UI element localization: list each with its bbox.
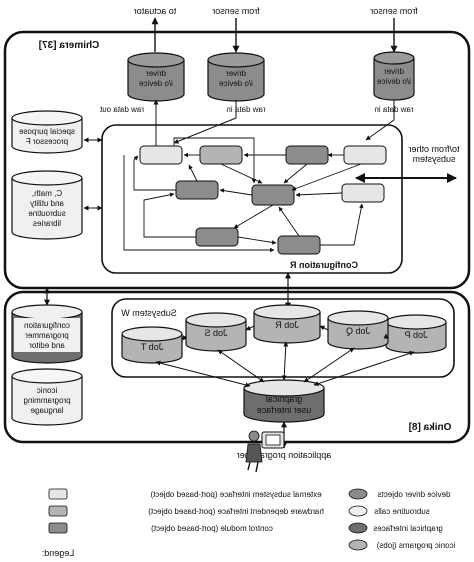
legend-hardware-label: hardware dependent interface (port-based… [148, 507, 324, 516]
gui-arrows [155, 341, 415, 388]
chimera-label: Chimera [37] [39, 40, 100, 51]
raw-data-in-label-2: raw data in [226, 105, 265, 114]
legend-swatch-external [48, 488, 68, 500]
legend-swatch-control [48, 522, 68, 534]
job-r: Job R [253, 304, 321, 344]
configuration-programmer: configuration programmer and editor [11, 304, 83, 364]
legend-control-label: control module (port-based object) [151, 524, 273, 533]
hardware-interface-object-1 [199, 145, 243, 165]
subsystem-label: Subsystem W [121, 308, 177, 318]
special-purpose-line1: special purpose [18, 127, 75, 136]
subsystem-link-line1: to/from other [408, 144, 459, 154]
graphical-user-interface: graphical user interface [243, 379, 325, 423]
subroutines-line3: subroutine [28, 209, 66, 218]
job-sequence-arrows [181, 325, 389, 341]
control-module-object-5 [277, 235, 321, 255]
job-p: Job P [385, 314, 447, 354]
subroutines-line2: and utility [30, 199, 64, 208]
control-module-object-2 [251, 184, 295, 206]
external-interface-object-1 [343, 145, 387, 165]
subroutine-libraries: C, math, and utility subroutine librarie… [11, 170, 83, 240]
legend-swatch-driver [348, 488, 368, 500]
iconic-line3: language [30, 406, 63, 415]
job-t: Job T [121, 326, 183, 364]
gui-line2: user interface [257, 405, 312, 415]
legend-swatch-gui [348, 522, 368, 534]
driver-3-line1: driver [146, 69, 166, 78]
from-sensor-label-2: from sensor [212, 6, 260, 16]
job-r-label: Job R [275, 320, 299, 330]
app-programmer-label: application programmer [237, 450, 332, 460]
driver-2-line1: driver [226, 69, 246, 78]
legend-swatch-subroutine [348, 505, 368, 517]
raw-data-out-label: raw data out [99, 105, 144, 114]
to-actuator-label: to actuator [134, 6, 177, 16]
chimera-box [3, 30, 471, 290]
from-sensor-label-1: from sensor [370, 6, 418, 16]
legend-swatch-hardware [48, 505, 68, 517]
legend-driver-label: device driver objects [378, 490, 451, 499]
legend-jobs-label: iconic programs (jobs) [376, 541, 455, 550]
iconic-line2: programming [23, 396, 70, 405]
raw-in-arrow-2 [173, 100, 237, 144]
config-programmer-line2: programmer [25, 331, 69, 340]
driver-cylinder-1: driver i/o device [373, 51, 415, 101]
driver-3-line2: i/o device [139, 79, 173, 88]
subroutines-line4: libraries [33, 219, 61, 228]
driver-2-line2: i/o device [219, 79, 253, 88]
job-q: Job Q [327, 310, 389, 350]
driver-cylinder-2: driver i/o device [207, 52, 265, 102]
control-module-object-4 [195, 227, 239, 247]
subroutines-line1: C, math, [32, 189, 62, 198]
onika-box [3, 290, 471, 444]
driver-1-line2: i/o device [377, 77, 411, 86]
legend-gui-label: graphical interfaces [373, 524, 442, 533]
driver-cylinder-3: driver i/o device [127, 52, 185, 102]
subsystem-link-line2: subsystem [412, 154, 455, 164]
legend-external-label: external subsystem interface (port-based… [150, 490, 322, 499]
raw-in-arrow-1 [365, 100, 395, 141]
iconic-line1: iconic [37, 386, 57, 395]
config-programmer-line1: configuration [24, 321, 70, 330]
control-module-object-1 [285, 145, 329, 165]
config-programmer-line3: and editor [29, 341, 65, 350]
legend: Legend: external subsystem interface (po… [42, 488, 455, 558]
gui-line1: graphical [266, 394, 303, 404]
legend-title: Legend: [42, 548, 75, 558]
external-interface-object-2 [139, 145, 183, 165]
external-interface-object-3 [341, 183, 385, 203]
configuration-box [101, 124, 403, 274]
iconic-programming-language: iconic programming language [11, 368, 83, 426]
configuration-label: Configuration R [290, 260, 358, 270]
job-q-label: Job Q [346, 326, 370, 336]
control-module-object-3 [175, 180, 219, 200]
legend-subroutine-label: subroutine calls [374, 507, 430, 516]
configuration-wiring [123, 137, 364, 253]
legend-swatch-jobs [348, 539, 368, 551]
special-purpose-line2: processor F [26, 137, 68, 146]
job-s-label: Job S [204, 328, 227, 338]
programmer-figure-icon [245, 430, 285, 473]
input-labels: from sensor from sensor to actuator [134, 6, 418, 16]
onika-label: Onika [8] [409, 422, 452, 433]
job-s: Job S [185, 312, 247, 352]
job-t-label: Job T [140, 342, 163, 352]
driver-1-line1: driver [384, 67, 404, 76]
special-purpose-processor: special purpose processor F [11, 110, 83, 154]
job-p-label: Job P [404, 330, 427, 340]
